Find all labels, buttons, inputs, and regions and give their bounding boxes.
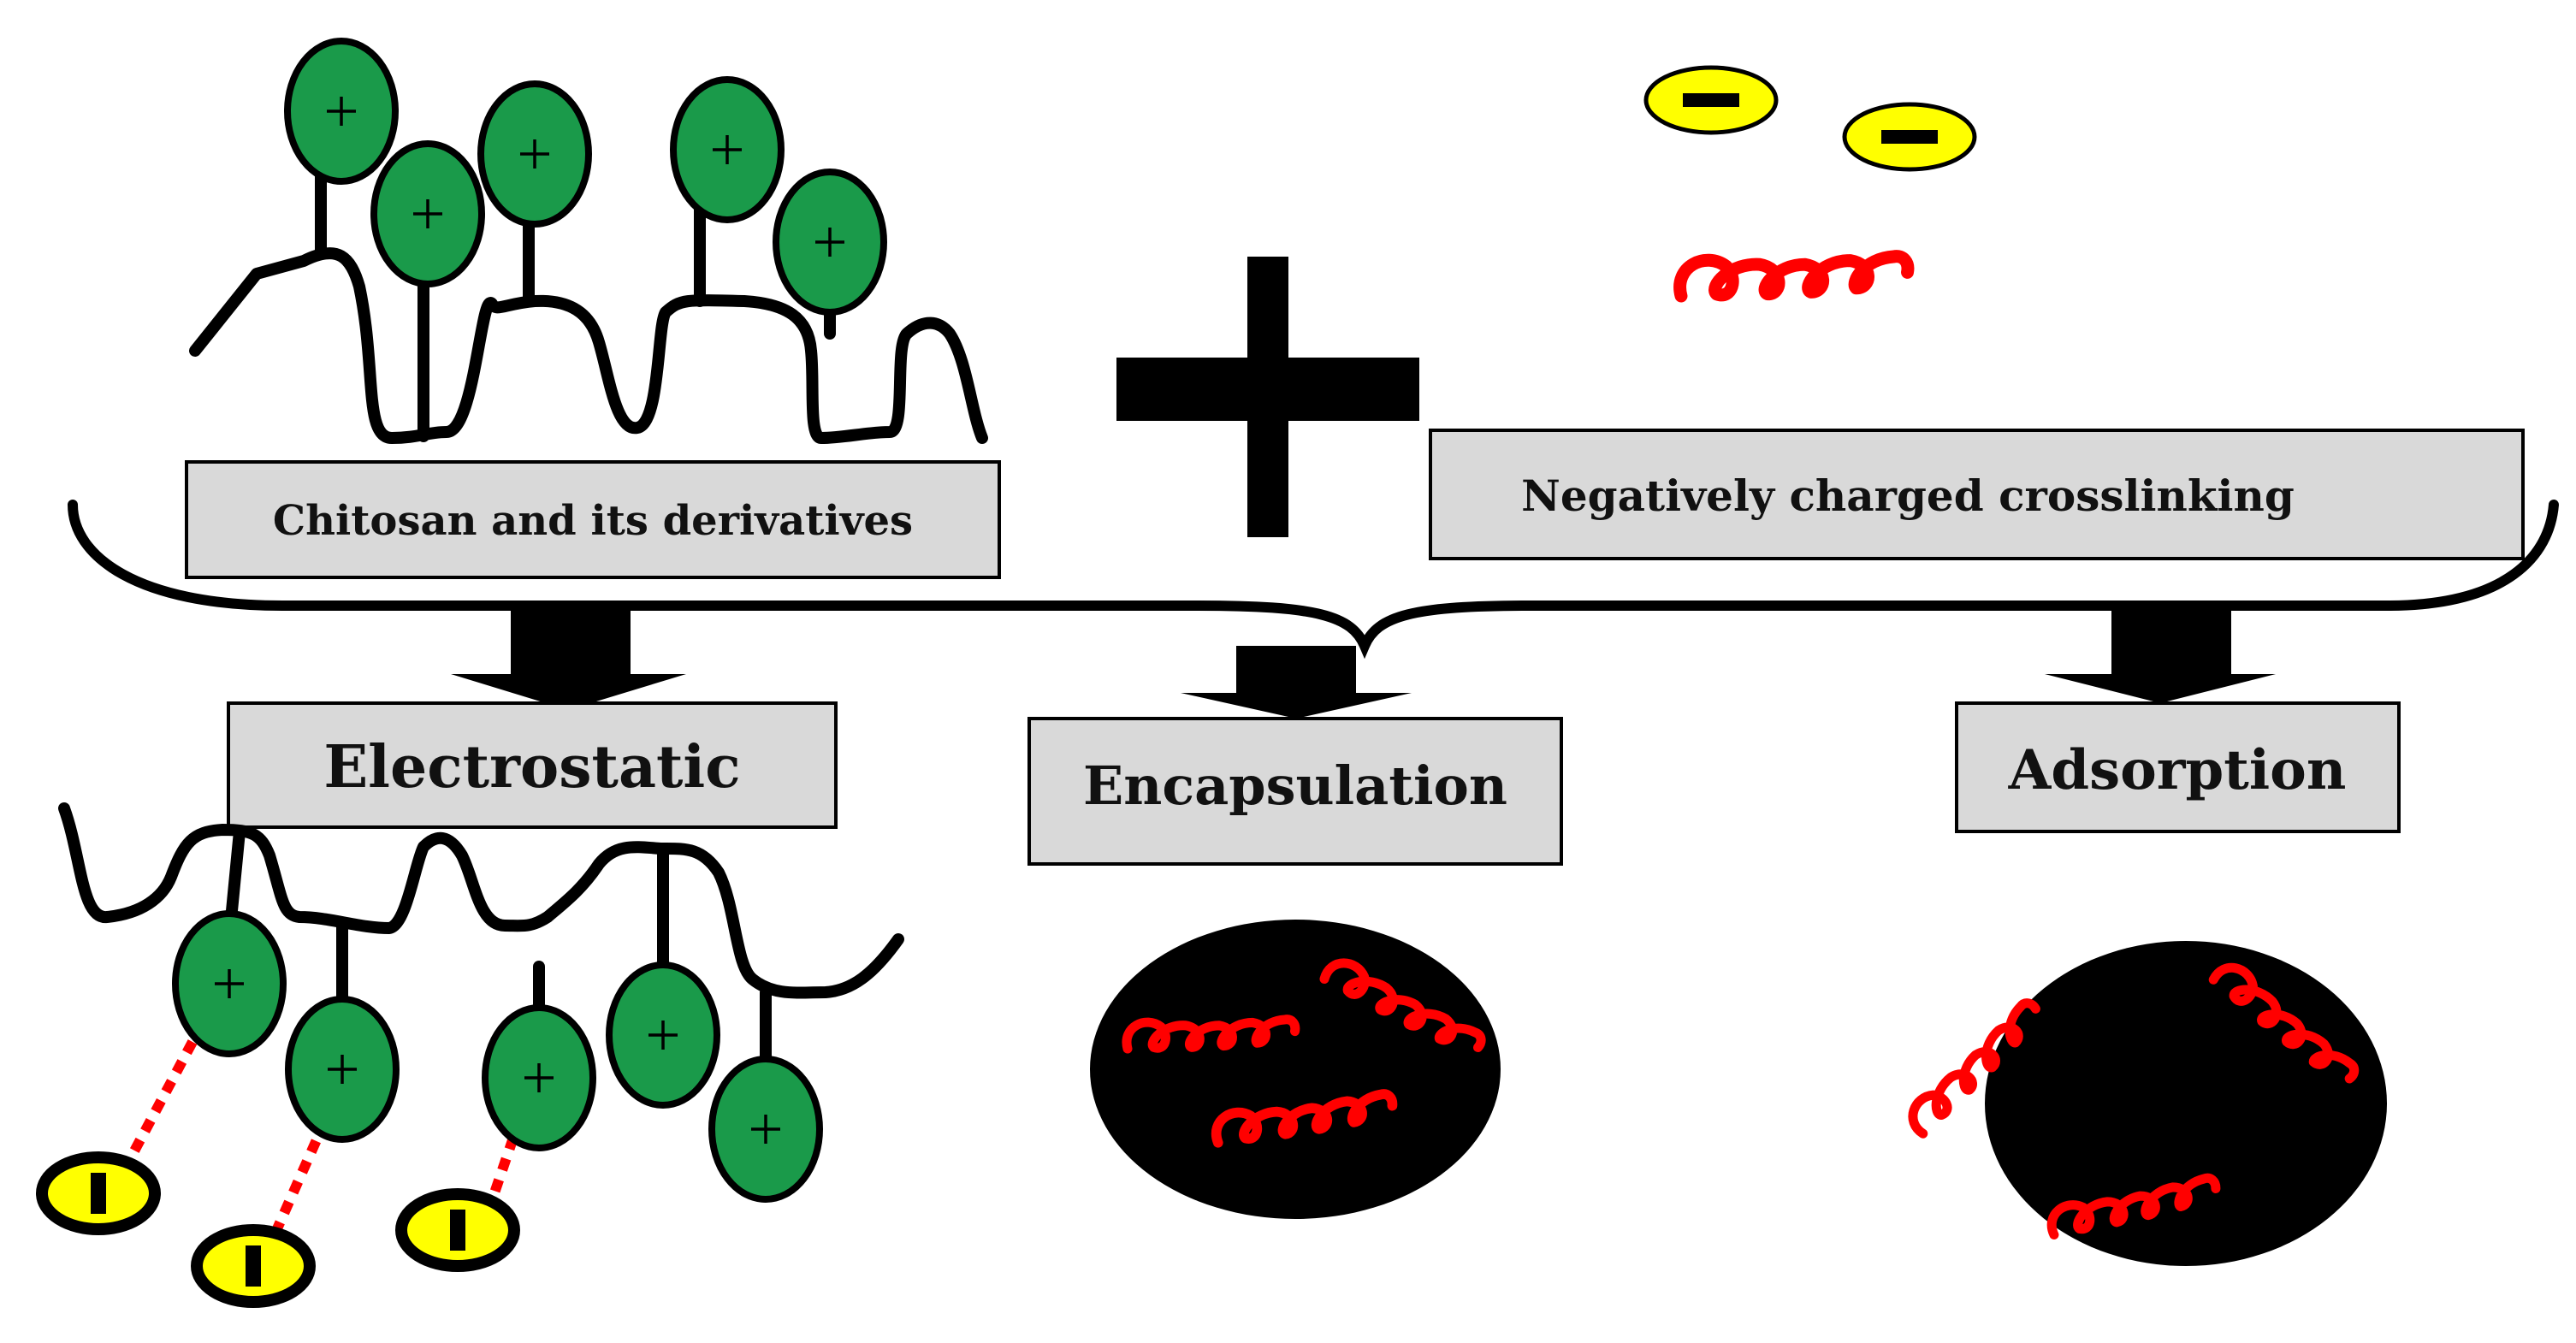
positive-charge xyxy=(485,1008,593,1148)
negative-charge xyxy=(1845,104,1975,169)
positive-charge xyxy=(374,144,482,284)
crosslinker-molecules xyxy=(1646,68,1975,296)
electrostatic-complex xyxy=(42,802,904,1302)
crosslinker-label-box: Negatively charged crosslinking xyxy=(1429,429,2525,560)
chitosan-polymer xyxy=(189,41,988,444)
electrostatic-label-box: Electrostatic xyxy=(227,701,838,829)
electrostatic-label: Electrostatic xyxy=(323,733,740,802)
plus-icon xyxy=(1116,257,1419,537)
positive-charge xyxy=(712,1059,820,1199)
adsorption-label: Adsorption xyxy=(2008,738,2347,802)
chitosan-backbone xyxy=(58,802,904,999)
chitosan-stems xyxy=(225,825,772,1067)
arrow-down xyxy=(1181,646,1412,719)
positive-charge xyxy=(481,84,589,224)
chitosan-backbone xyxy=(189,247,988,444)
chitosan-label-box: Chitosan and its derivatives xyxy=(185,460,1001,579)
encapsulation-label: Encapsulation xyxy=(1083,754,1507,817)
arrow-down xyxy=(451,606,686,710)
positive-charge xyxy=(175,914,283,1054)
negative-charge xyxy=(1646,68,1776,133)
encapsulation-label-box: Encapsulation xyxy=(1027,717,1563,866)
adsorption-particle xyxy=(1903,941,2387,1266)
positive-charge xyxy=(776,172,884,312)
positive-charge xyxy=(288,999,396,1139)
adsorption-label-box: Adsorption xyxy=(1955,701,2401,833)
grouping-brace xyxy=(68,500,2559,660)
positive-charge xyxy=(609,965,717,1105)
drug-coil xyxy=(1680,257,1908,296)
chitosan-label: Chitosan and its derivatives xyxy=(273,497,913,545)
negative-charge xyxy=(401,1194,514,1266)
negative-charge xyxy=(42,1157,155,1229)
arrow-down xyxy=(2045,606,2276,703)
positive-charge xyxy=(673,80,781,220)
crosslinker-label: Negatively charged crosslinking xyxy=(1521,470,2295,521)
nanoparticle xyxy=(1090,920,1501,1219)
encapsulation-particle xyxy=(1090,920,1501,1219)
negative-charge xyxy=(197,1230,310,1302)
positive-charge xyxy=(287,41,395,181)
nanoparticle xyxy=(1985,941,2387,1266)
